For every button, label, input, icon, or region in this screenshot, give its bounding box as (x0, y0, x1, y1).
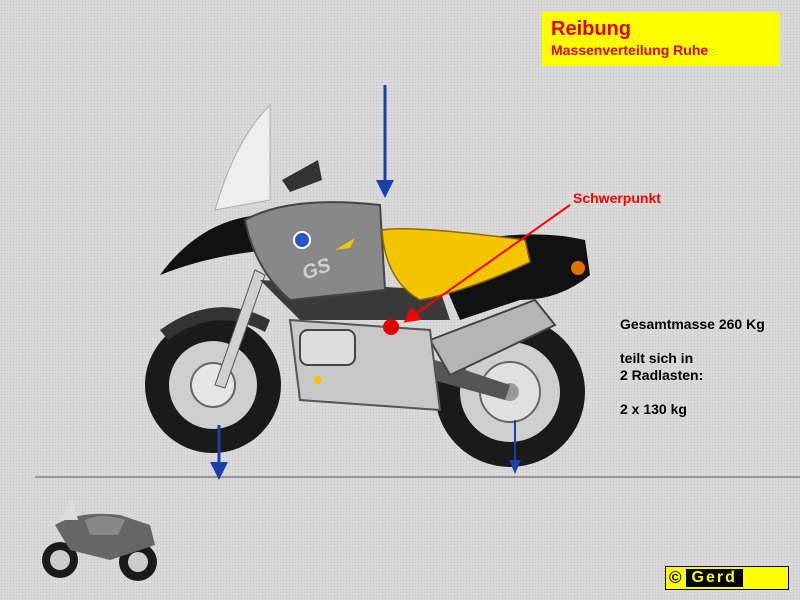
bmw-logo-icon (293, 231, 311, 249)
info-total-mass: Gesamtmasse 260 Kg (620, 316, 765, 332)
page-title: Reibung (551, 18, 631, 40)
seat (381, 228, 531, 301)
title-box: Reibung Massenverteilung Ruhe (542, 12, 780, 66)
load-arrow-front (210, 425, 228, 480)
thumbnail-motorcycle (42, 498, 157, 581)
page-subtitle: Massenverteilung Ruhe (551, 42, 709, 58)
center-of-gravity-dot (383, 319, 399, 335)
motorcycle-illustration: GS (145, 103, 590, 467)
info-line-per-wheel: 2 x 130 kg (620, 401, 687, 417)
info-line-wheel-loads: 2 Radlasten: (620, 367, 704, 383)
copyright-name: Gerd (685, 569, 743, 587)
load-arrow-rear (509, 420, 521, 474)
weight-arrow-top (376, 85, 394, 198)
copyright-icon: © (669, 568, 682, 587)
cg-label: Schwerpunkt (573, 190, 661, 206)
cg-pointer-line (403, 204, 571, 323)
fuel-tank (243, 201, 387, 302)
copyright-badge: © Gerd (665, 566, 789, 590)
info-line-split: teilt sich in (620, 350, 694, 366)
